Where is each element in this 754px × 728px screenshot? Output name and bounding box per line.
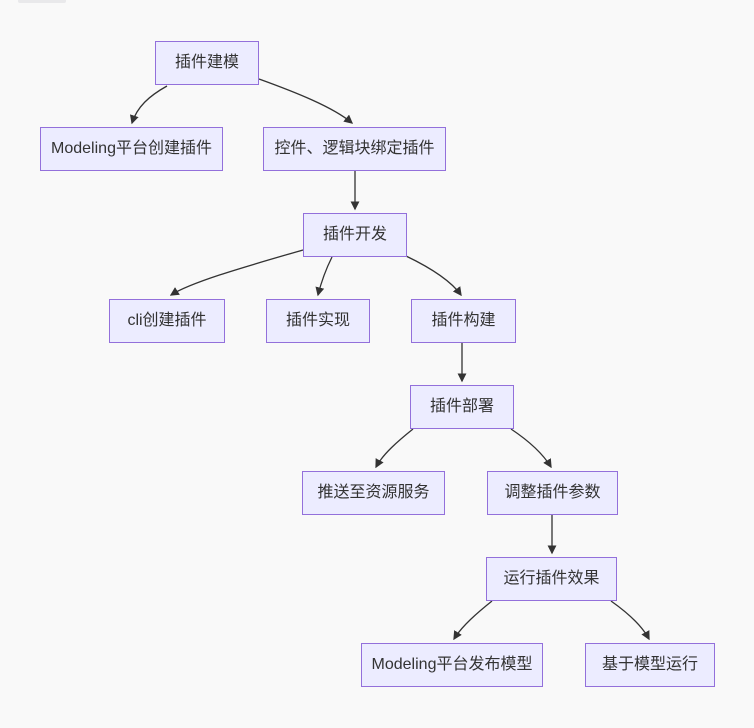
node-plugin-modeling: 插件建模 — [155, 41, 259, 85]
node-cli-create-plugin: cli创建插件 — [109, 299, 225, 343]
edge-plugin-modeling-to-control-bind — [258, 78, 354, 124]
edge-run-effect-to-run-based-on-model — [610, 600, 650, 641]
edge-plugin-deployment-to-adjust-params — [510, 428, 552, 469]
node-plugin-build: 插件构建 — [411, 299, 516, 343]
node-push-to-resource-service: 推送至资源服务 — [302, 471, 445, 515]
node-plugin-development: 插件开发 — [303, 213, 407, 257]
edge-plugin-modeling-to-platform-create — [129, 85, 168, 125]
edge-plugin-development-to-plugin-build — [405, 255, 462, 297]
node-adjust-plugin-params: 调整插件参数 — [487, 471, 618, 515]
node-plugin-deployment: 插件部署 — [410, 385, 514, 429]
edge-plugin-deployment-to-push-resource — [375, 428, 414, 469]
edge-plugin-development-to-cli-create — [169, 249, 304, 296]
edge-plugin-development-to-plugin-implementation — [315, 256, 333, 297]
node-run-based-on-model: 基于模型运行 — [585, 643, 715, 687]
node-control-logic-block-bind-plugin: 控件、逻辑块绑定插件 — [263, 127, 446, 171]
node-plugin-implementation: 插件实现 — [266, 299, 370, 343]
edge-run-effect-to-publish-model — [453, 600, 493, 641]
top-edge-artifact — [18, 0, 66, 3]
node-run-plugin-effect: 运行插件效果 — [486, 557, 617, 601]
node-modeling-platform-create-plugin: Modeling平台创建插件 — [40, 127, 223, 171]
node-modeling-platform-publish-model: Modeling平台发布模型 — [361, 643, 543, 687]
